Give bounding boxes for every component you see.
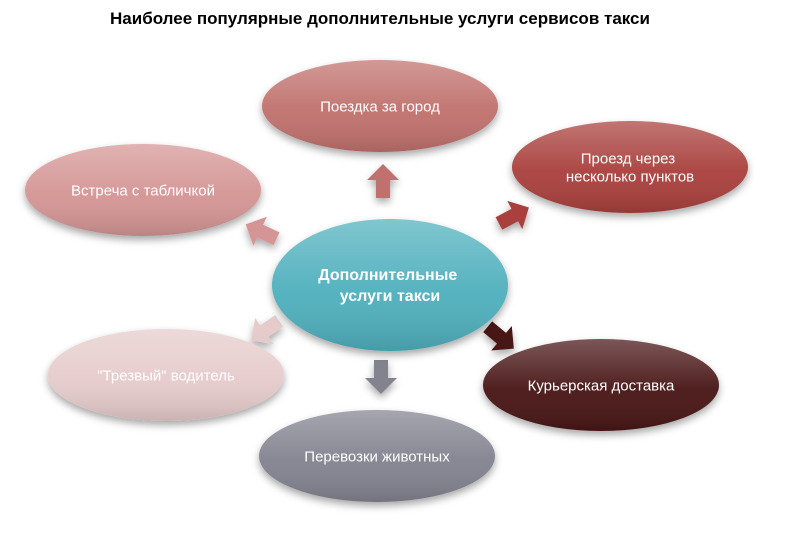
node-label-line: несколько пунктов [566,168,694,185]
node-label-line: "Трезвый" водитель [97,367,235,384]
node-pet-transport: Перевозки животных [259,410,495,502]
center-label-line: Дополнительные [318,267,457,284]
node-label: Проезд через несколько пунктов [566,150,694,185]
node-sober-driver: "Трезвый" водитель [48,329,284,421]
node-label: Перевозки животных [304,448,450,465]
node-label-line: Курьерская доставка [528,377,675,394]
arrow-to-pet-transport [365,360,397,394]
arrow-to-trip-out-of-town [367,164,399,198]
node-label: Встреча с табличкой [71,182,215,199]
node-label-line: Перевозки животных [304,448,450,465]
node-label-line: Встреча с табличкой [71,182,215,199]
center-node: Дополнительные услуги такси [272,219,508,351]
arrow-to-multi-stop [495,200,529,230]
node-courier-delivery: Курьерская доставка [483,339,719,431]
arrow-to-sober-driver [251,315,284,345]
node-label-line: Проезд через [581,150,675,167]
diagram-title: Наиболее популярные дополнительные услуг… [110,9,650,28]
node-multi-stop: Проезд через несколько пунктов [512,121,748,213]
node-label-line: Поездка за город [320,98,440,115]
node-sign-meeting: Встреча с табличкой [25,144,261,236]
node-label: Курьерская доставка [528,377,675,394]
node-gloss [48,329,284,421]
node-gloss [262,60,498,152]
center-gloss [272,219,508,351]
connector-arrows [245,164,529,394]
center-label: Дополнительные услуги такси [318,267,461,305]
node-label: Поездка за город [320,98,440,115]
arrow-to-sign-meeting [245,216,280,246]
node-label: "Трезвый" водитель [97,367,235,384]
node-gloss [259,410,495,502]
node-gloss [25,144,261,236]
node-gloss [483,339,719,431]
arrow-to-courier-delivery [483,321,514,351]
node-trip-out-of-town: Поездка за город [262,60,498,152]
node-gloss [512,121,748,213]
center-label-line: услуги такси [340,288,440,305]
